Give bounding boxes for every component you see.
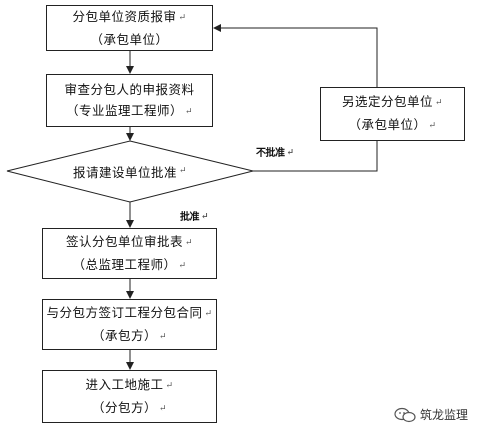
arrow-reject-path	[253, 141, 378, 172]
step2-line1: 审查分包人的申报资料	[64, 81, 195, 97]
step4-line1: 与分包方签订工程分包合同↵	[46, 304, 213, 320]
step2-box: 审查分包人的申报资料 （专业监理工程师）↵	[46, 74, 213, 127]
step4-line2: （承包方）↵	[91, 327, 168, 343]
step2-line2: （专业监理工程师）↵	[65, 102, 194, 118]
step4-box: 与分包方签订工程分包合同↵ （承包方）↵	[42, 299, 217, 350]
watermark: 筑龙监理	[394, 406, 468, 423]
step3-box: 签认分包单位审批表↵ （总监理工程师）↵	[42, 228, 217, 279]
step5-line2: （分包方）↵	[91, 399, 168, 415]
wechat-logo-icon	[394, 407, 416, 422]
watermark-text: 筑龙监理	[419, 408, 468, 422]
step5-box: 进入工地施工↵ （分包方）↵	[42, 370, 217, 423]
alt-box: 另选定分包单位↵ （承包单位）↵	[320, 87, 465, 141]
alt-line2: （承包单位）↵	[348, 117, 437, 132]
step3-line1: 签认分包单位审批表↵	[65, 233, 194, 249]
alt-line1: 另选定分包单位↵	[341, 94, 444, 109]
approve-label: 批准↵	[180, 212, 209, 223]
step5-line1: 进入工地施工↵	[85, 376, 174, 392]
step1-box: 分包单位资质报审↵ （承包单位）	[46, 5, 213, 51]
step1-line1: 分包单位资质报审↵	[72, 9, 187, 24]
decision-text: 报请建设单位批准↵	[72, 164, 188, 180]
step1-line2: （承包单位）	[90, 32, 169, 47]
reject-label: 不批准↵	[256, 148, 294, 159]
arrow-loop-back	[213, 24, 378, 87]
step3-line2: （总监理工程师）↵	[72, 256, 187, 272]
